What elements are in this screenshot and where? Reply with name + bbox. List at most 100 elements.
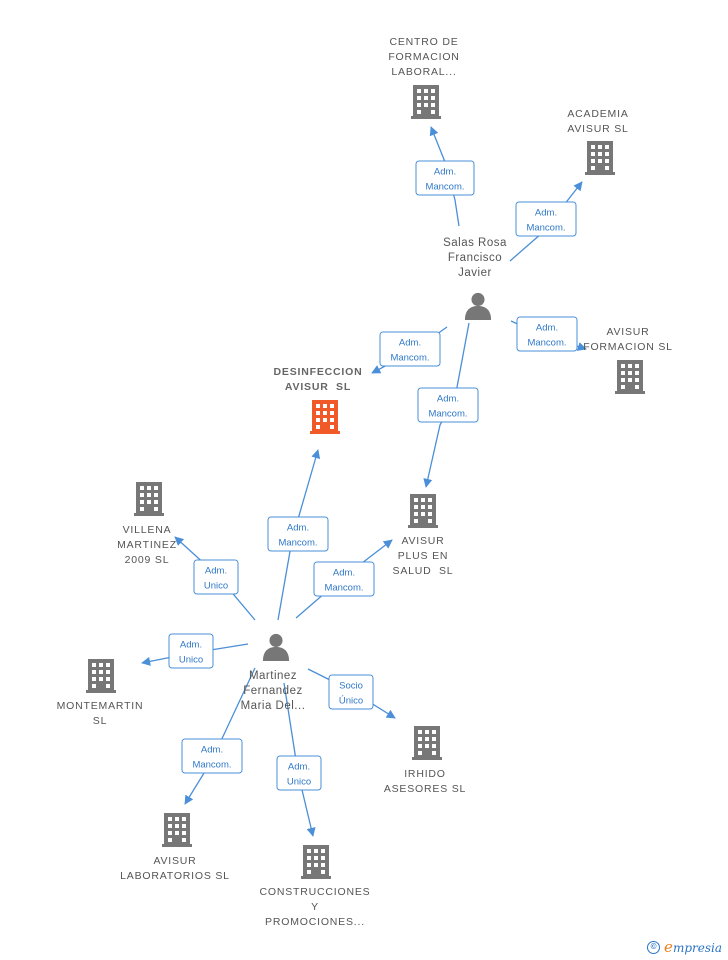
relationship-label-line: Adm. (437, 394, 459, 405)
edges-layer: Adm. Mancom. Adm. Mancom. Adm. Mancom. Adm. Man… (141, 126, 587, 837)
node-label-line: AVISUR (153, 855, 196, 867)
relationship-label-frame (168, 633, 214, 669)
relationship-label-box[interactable]: Adm.Mancom. (515, 201, 577, 237)
node-label-line: ASESORES SL (384, 783, 466, 795)
node-label-line: PROMOCIONES... (265, 916, 365, 928)
node-label-line: VILLENA (123, 524, 172, 536)
relationship-label-line: Mancom. (527, 338, 566, 349)
relationship-label-line: Mancom. (192, 760, 231, 771)
node-label-line: Fernandez (243, 685, 302, 697)
relationship-label-box[interactable]: Adm. Unico (193, 559, 239, 595)
company-node-desinfeccion[interactable]: DESINFECCION AVISUR SL (274, 366, 363, 434)
edge-salas-to-desinfeccion: Adm. Mancom. (371, 326, 448, 374)
relationship-label-box[interactable]: Adm.Mancom. (417, 387, 479, 423)
relationship-label-line: Adm. (201, 745, 223, 756)
relationship-label-line: Mancom. (390, 353, 429, 364)
node-label-line: CENTRO DE (389, 36, 458, 48)
copyright-icon: © (647, 940, 661, 954)
relationship-label-frame (515, 201, 577, 237)
company-node-laboratorios[interactable]: AVISUR LABORATORIOS SL (120, 813, 230, 882)
relationship-label-line: Unico (204, 581, 228, 592)
edge-salas-to-academia: Adm.Mancom. (509, 181, 583, 262)
edge-martinez-to-montemartin: Adm. Unico (141, 633, 249, 669)
relationship-label-line: Adm. (288, 762, 310, 773)
relationship-label-line: Mancom. (526, 223, 565, 234)
building-icon (411, 85, 441, 119)
company-node-irhido[interactable]: IRHIDO ASESORES SL (384, 726, 466, 795)
building-icon (134, 482, 164, 516)
relationship-label-line: Mancom. (278, 538, 317, 549)
node-label-line: AVISUR SL (567, 123, 628, 135)
relationship-label-line: Adm. (333, 568, 355, 579)
company-node-academia[interactable]: ACADEMIA AVISUR SL (567, 108, 628, 175)
node-label-line: MARTINEZ (117, 539, 177, 551)
relationship-label-frame (276, 755, 322, 791)
relationship-label-line: Único (339, 696, 363, 707)
relationship-label-line: Adm. (536, 323, 558, 334)
node-label-line: MONTEMARTIN (57, 700, 144, 712)
relationship-label-box[interactable]: Adm. Mancom. (516, 316, 578, 352)
node-label-line: DESINFECCION (274, 366, 363, 378)
relationship-label-line: Unico (179, 655, 203, 666)
company-node-formacion[interactable]: AVISUR FORMACION SL (583, 326, 673, 394)
node-label-line: AVISUR (606, 326, 649, 338)
node-label-line: PLUS EN (398, 550, 449, 562)
relationship-label-frame (313, 561, 375, 597)
node-label-line: FORMACION SL (583, 341, 673, 353)
relationship-label-line: Adm. (287, 523, 309, 534)
edge-salas-to-centro: Adm.Mancom. (415, 126, 475, 227)
edge-salas-to-plus: Adm.Mancom. (417, 322, 479, 488)
relationship-label-line: Adm. (399, 338, 421, 349)
person-icon (464, 292, 492, 320)
building-icon (86, 659, 116, 693)
relationship-label-frame (267, 516, 329, 552)
edge-martinez-to-villena: Adm. Unico (174, 536, 256, 621)
building-icon (310, 400, 340, 434)
brand-logo-rest: mpresia (672, 941, 722, 955)
building-icon (412, 726, 442, 760)
relationship-label-box[interactable]: Adm.Mancom. (415, 160, 475, 196)
brand-logo-initial: e (664, 938, 673, 956)
company-node-centro[interactable]: CENTRO DEFORMACIONLABORAL... (388, 36, 459, 119)
person-icon (262, 633, 290, 661)
relationship-label-line: Adm. (180, 640, 202, 651)
relationship-label-box[interactable]: Adm. Mancom. (267, 516, 329, 552)
brand-logo[interactable]: empresia (664, 938, 722, 956)
relationship-label-box[interactable]: Adm. Mancom. (313, 561, 375, 597)
relationship-label-box[interactable]: Adm. Mancom. (181, 738, 243, 774)
relationship-label-box[interactable]: Adm. Unico (276, 755, 322, 791)
node-label-line: Y (311, 901, 319, 913)
relationship-label-frame (328, 674, 374, 710)
relationship-label-line: Unico (287, 777, 311, 788)
relationship-label-frame (516, 316, 578, 352)
relationship-label-frame (415, 160, 475, 196)
company-node-construcciones[interactable]: CONSTRUCCIONES Y PROMOCIONES... (260, 845, 371, 928)
node-label-line: AVISUR SL (285, 381, 351, 393)
node-label-line: Maria Del... (241, 700, 306, 712)
relationship-label-line: Adm. (205, 566, 227, 577)
relationship-label-frame (193, 559, 239, 595)
relationship-label-box[interactable]: Adm. Unico (168, 633, 214, 669)
node-label-line: AVISUR (401, 535, 444, 547)
node-label-line: ACADEMIA (567, 108, 628, 120)
node-label-line: LABORATORIOS SL (120, 870, 230, 882)
relationship-label-line: Socio (339, 681, 363, 692)
node-label-line: Javier (458, 267, 492, 279)
node-label-line: CONSTRUCCIONES (260, 886, 371, 898)
relationship-label-line: Mancom. (324, 583, 363, 594)
edge-martinez-to-desinfeccion: Adm. Mancom. (267, 449, 329, 621)
node-label-line: Francisco (448, 252, 502, 264)
relationship-label-frame (181, 738, 243, 774)
node-label-line: IRHIDO (404, 768, 446, 780)
relationship-label-box[interactable]: Adm. Mancom. (379, 331, 441, 367)
relationship-label-frame (379, 331, 441, 367)
